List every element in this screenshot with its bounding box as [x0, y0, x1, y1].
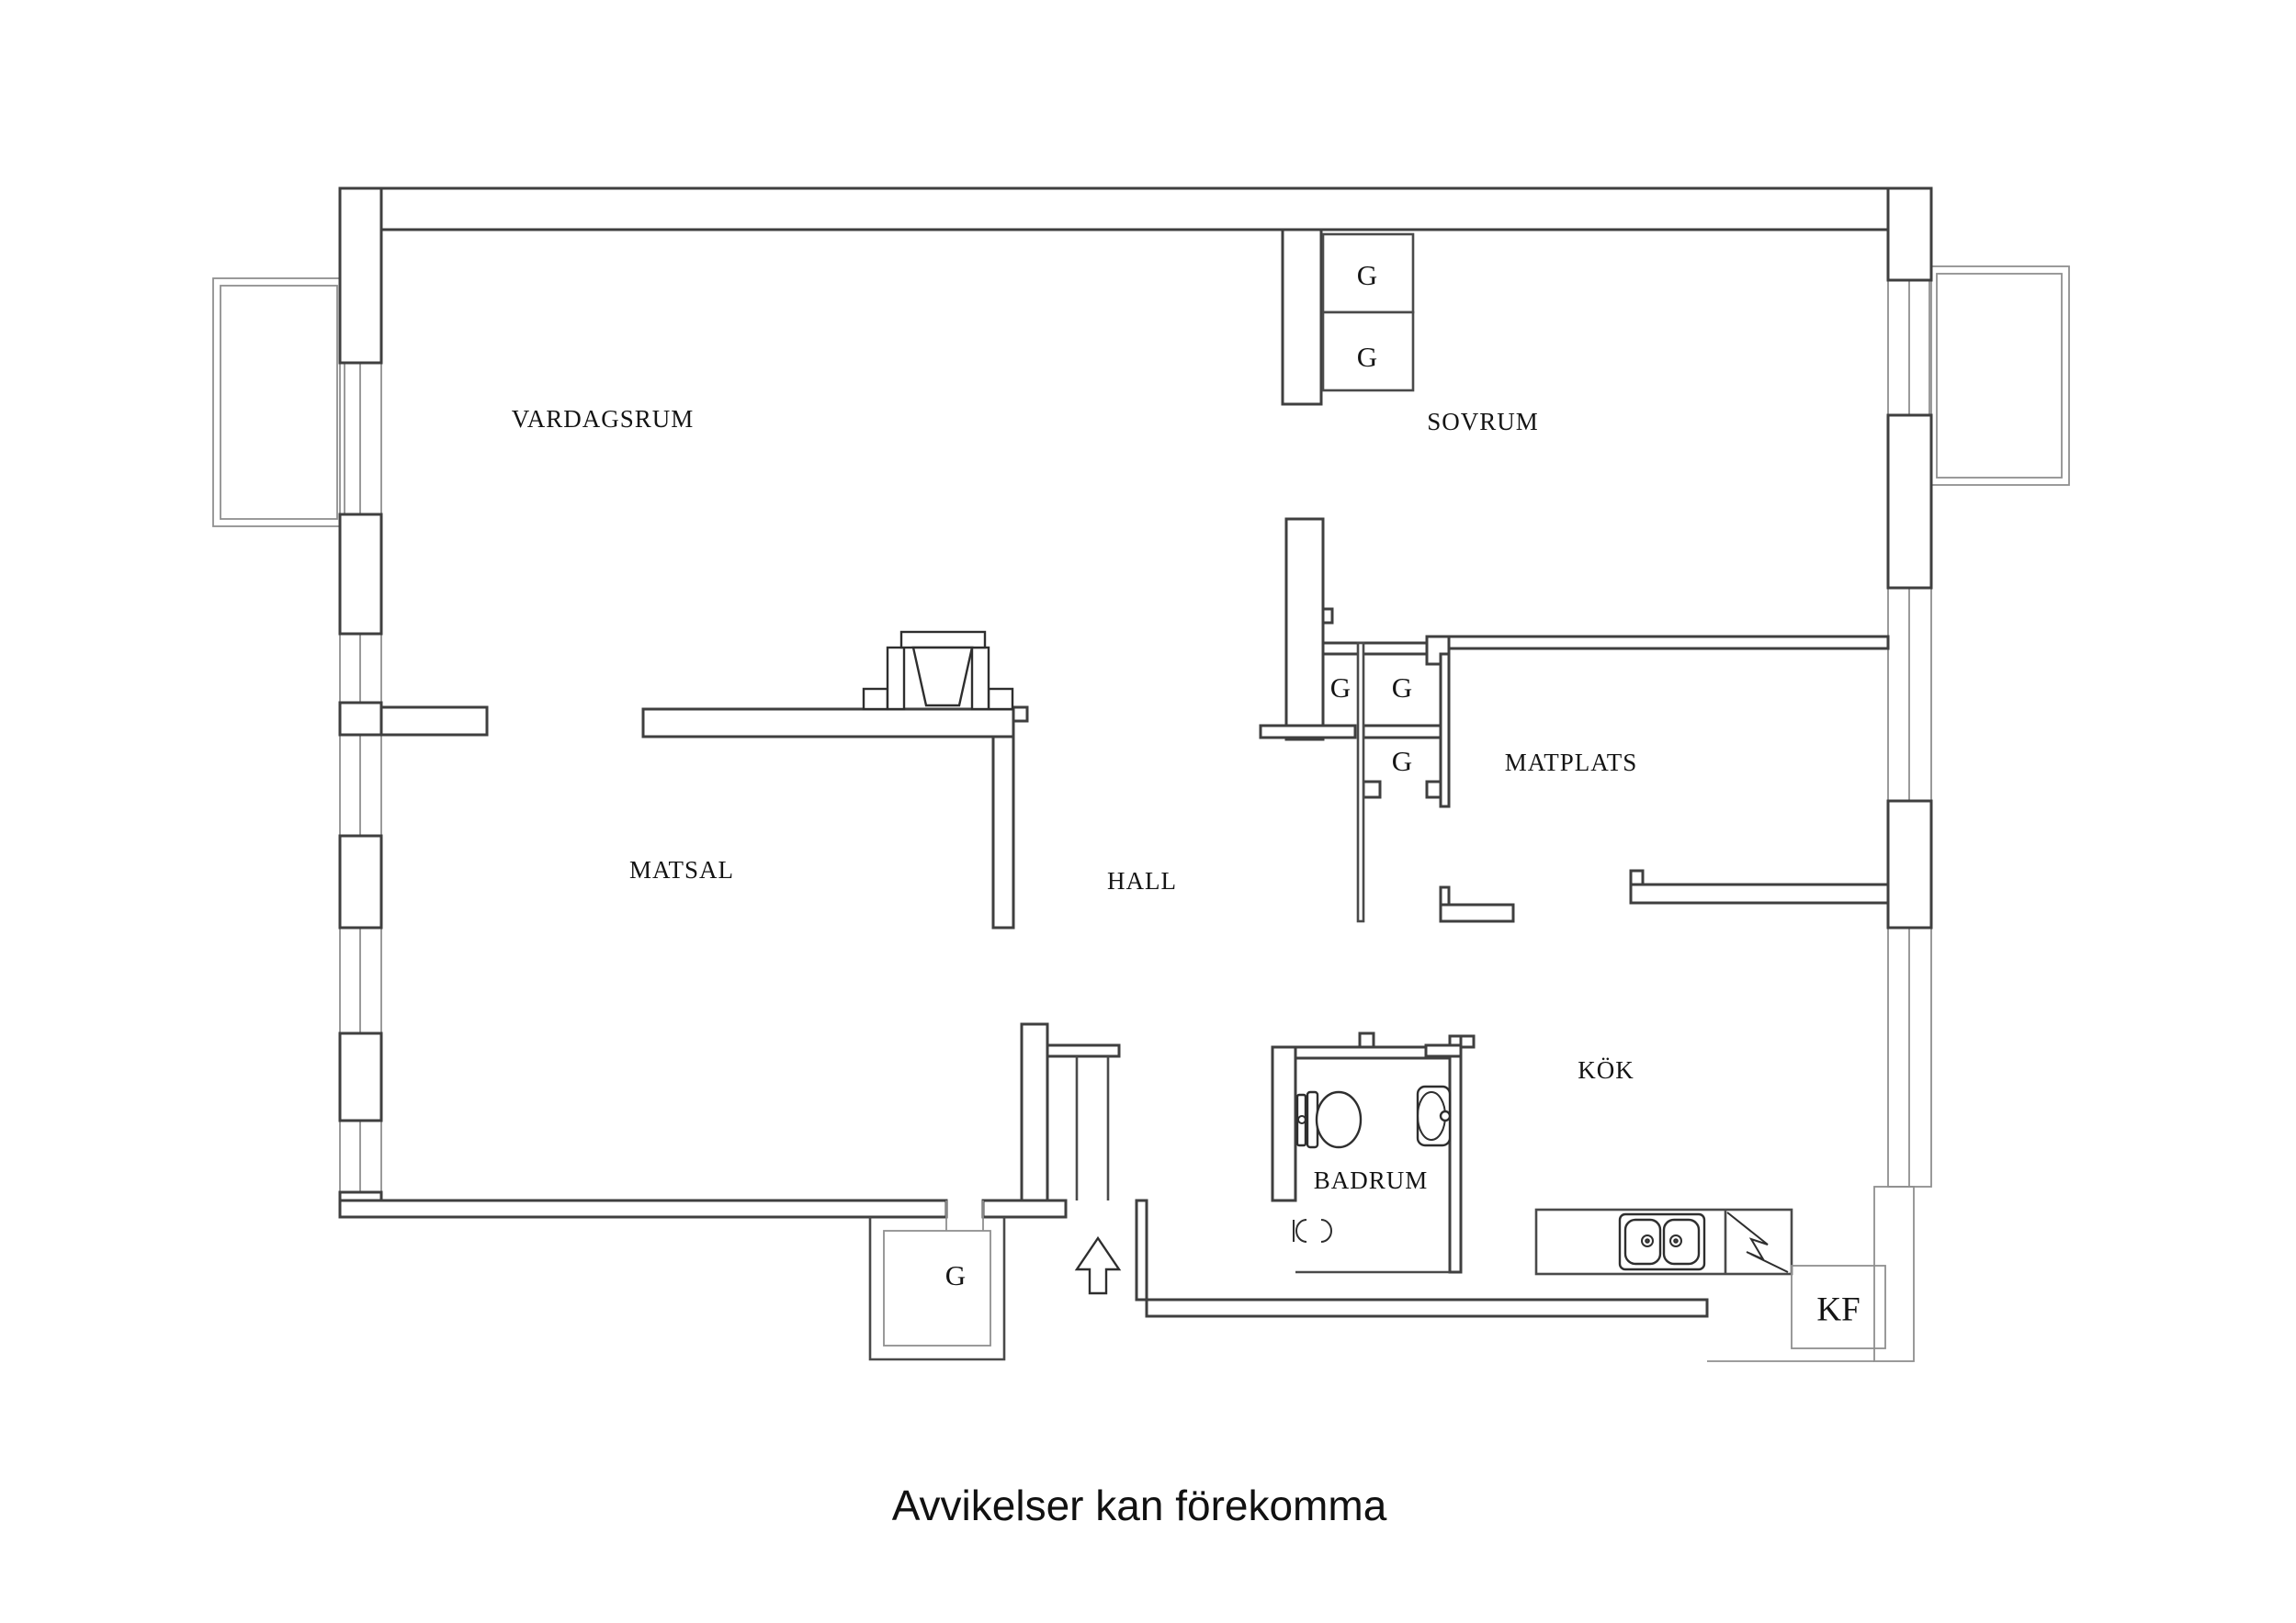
- kitchen-double-sink-icon: [1618, 1212, 1706, 1271]
- window-right-3: [1887, 927, 1932, 1188]
- wall-badrum-kok: [1448, 1034, 1463, 1274]
- wall-sovrum-matplats: [1425, 635, 1890, 650]
- badrum-label: BADRUM: [1314, 1167, 1429, 1194]
- g-hall-2-label: G: [1392, 671, 1412, 704]
- toilet-icon: [1295, 1090, 1363, 1149]
- wall-vardagsrum-matsal-left: [379, 705, 489, 737]
- balcony-right: [1928, 265, 2070, 486]
- g-hall-3-label: G: [1392, 745, 1412, 777]
- wall-badrum-left: [1271, 1045, 1297, 1202]
- kitchen-bay-wall: [1707, 1186, 1915, 1362]
- kf-fridge-freezer-box: [1791, 1265, 1886, 1349]
- g-hall-1-label: G: [1330, 671, 1351, 704]
- wardrobe-entrance: [868, 1200, 1006, 1361]
- bathroom-sink-icon: [1416, 1085, 1452, 1147]
- window-left-5: [339, 1120, 382, 1193]
- window-left-3: [339, 734, 382, 837]
- wall-vardagsrum-matsal-right: [641, 707, 1015, 738]
- room-labels: VARDAGSRUM SOVRUM MATSAL HALL MATPLATS BADRUM…: [512, 259, 1861, 1328]
- balcony-left: [212, 277, 345, 527]
- window-left-2: [339, 633, 382, 704]
- interior-walls: [379, 228, 1890, 1274]
- wall-sovrum-hall: [1284, 517, 1325, 741]
- window-left-4: [339, 927, 382, 1034]
- wardrobe-boxes: [868, 232, 1415, 1361]
- disclaimer-caption: Avvikelser kan förekomma: [891, 1482, 1387, 1529]
- wall-vardagsrum-sovrum: [1281, 228, 1323, 406]
- g-top-1-label: G: [1357, 259, 1377, 291]
- matsal-label: MATSAL: [629, 856, 734, 884]
- g-top-2-label: G: [1357, 341, 1377, 373]
- g-entrance-label: G: [945, 1259, 966, 1291]
- kf-fridge-freezer-label: KF: [1816, 1291, 1860, 1328]
- tiled-stove-icon: [862, 630, 1014, 711]
- vardagsrum-label: VARDAGSRUM: [512, 405, 695, 433]
- wall-hall-entrance: [1020, 1022, 1049, 1202]
- window-left-1: [339, 362, 382, 515]
- window-right-1: [1887, 279, 1932, 416]
- kitchen-counter: [1534, 1208, 1793, 1276]
- wall-matplats-kok: [1629, 883, 1890, 905]
- badrum-door-symbol: [1293, 1219, 1332, 1243]
- window-right-2: [1887, 587, 1932, 802]
- exterior-walls: [338, 186, 1933, 1318]
- hall-label: HALL: [1107, 867, 1177, 895]
- matplats-label: MATPLATS: [1505, 749, 1638, 776]
- wardrobe-top-2: [1321, 310, 1415, 392]
- entrance-arrow-icon: [1074, 1235, 1122, 1295]
- stove-lightning-icon: [1726, 1212, 1789, 1273]
- kok-label: KÖK: [1578, 1056, 1634, 1084]
- sovrum-label: SOVRUM: [1427, 408, 1539, 435]
